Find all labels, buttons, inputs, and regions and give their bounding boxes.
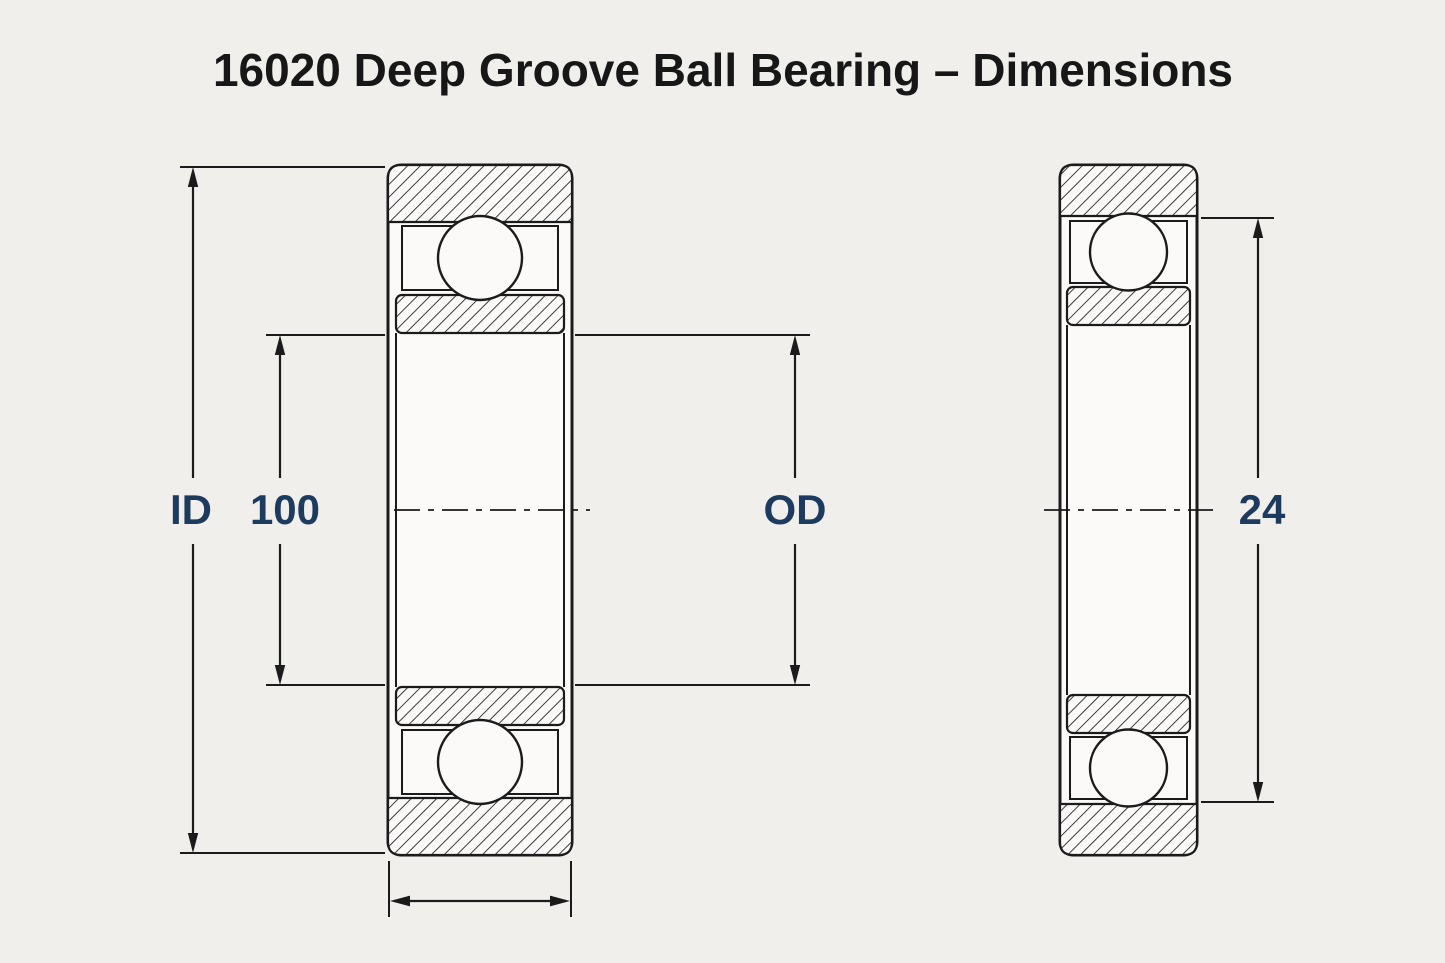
inner-ring-section-bottom [1065, 693, 1192, 735]
ball-bottom [1088, 728, 1169, 808]
arrowhead-up [789, 335, 801, 355]
outer-ring-section-bottom [386, 796, 574, 857]
arrowhead-down [187, 833, 199, 853]
outer-ring-section-top [1058, 163, 1199, 218]
outer-ring-section-bottom [1058, 802, 1199, 857]
arrowhead-up [274, 335, 286, 355]
arrowhead-left [390, 895, 410, 907]
arrowhead-down [1252, 782, 1264, 802]
arrowhead-right [550, 895, 570, 907]
bore-value-label: 100 [250, 486, 320, 533]
dimension-id: ID [170, 166, 385, 854]
dimension-od: OD [575, 334, 827, 686]
ball-bottom [436, 718, 524, 806]
ball-top [436, 214, 524, 302]
dimension-width [388, 861, 572, 917]
arrowhead-down [274, 665, 286, 685]
width-value-label: 24 [1239, 486, 1286, 533]
arrowhead-up [187, 167, 199, 187]
dimension-bore-100: 100 [250, 334, 385, 686]
side-section-view [1044, 163, 1213, 857]
ball-top [1088, 212, 1169, 292]
outer-ring-section-top [386, 163, 574, 224]
dimension-24: 24 [1201, 217, 1286, 803]
od-label: OD [764, 486, 827, 533]
arrowhead-down [789, 665, 801, 685]
diagram-title: 16020 Deep Groove Ball Bearing – Dimensi… [213, 44, 1233, 96]
inner-ring-section-top [1065, 285, 1192, 327]
front-section-view [386, 163, 590, 857]
id-label: ID [170, 486, 212, 533]
arrowhead-up [1252, 218, 1264, 238]
